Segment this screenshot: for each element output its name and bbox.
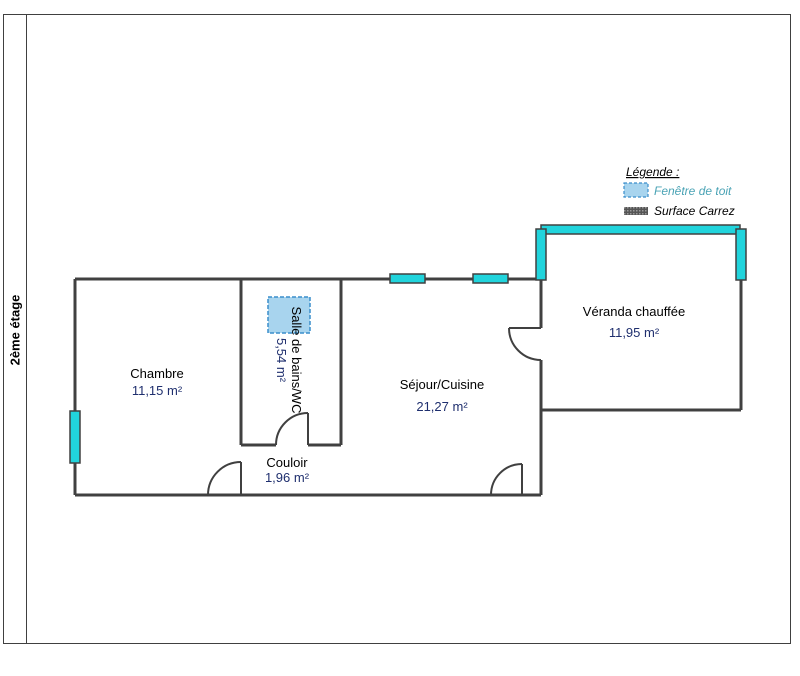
window-veranda-left: [535, 228, 547, 281]
skylight-icon: [267, 296, 311, 334]
room-name-veranda: Véranda chauffée: [583, 304, 685, 319]
legend-title: Légende :: [626, 165, 679, 179]
window-veranda-top: [540, 224, 741, 235]
window-chambre: [69, 410, 81, 464]
legend-skylight-icon: [623, 182, 649, 198]
room-area-veranda: 11,95 m²: [609, 325, 660, 340]
room-name-chambre: Chambre: [130, 366, 183, 381]
legend-item-carrez: Surface Carrez: [654, 204, 735, 218]
window-veranda-right: [735, 228, 747, 281]
window-sejour-2: [472, 273, 509, 284]
floor-label-column: [3, 14, 27, 644]
room-name-salle-de-bains: Salle de bains/WC: [289, 307, 304, 414]
room-area-sejour: 21,27 m²: [416, 399, 468, 414]
walls: [73, 229, 743, 497]
room-label-salle-de-bains: Salle de bains/WC 5,54 m²: [274, 307, 304, 414]
doors: [207, 327, 542, 496]
legend-item-fenetre: Fenêtre de toit: [654, 184, 732, 198]
room-area-salle-de-bains: 5,54 m²: [274, 338, 289, 383]
room-name-sejour: Séjour/Cuisine: [400, 377, 485, 392]
windows: [69, 224, 747, 464]
legend: Légende : Fenêtre de toit Surface Carrez: [623, 165, 735, 218]
room-area-couloir: 1,96 m²: [265, 470, 310, 485]
room-area-chambre: 11,15 m²: [132, 383, 183, 398]
legend-surface-carrez-icon: [624, 207, 648, 215]
window-sejour-1: [389, 273, 426, 284]
room-name-couloir: Couloir: [266, 455, 308, 470]
plan-frame: [3, 14, 791, 644]
